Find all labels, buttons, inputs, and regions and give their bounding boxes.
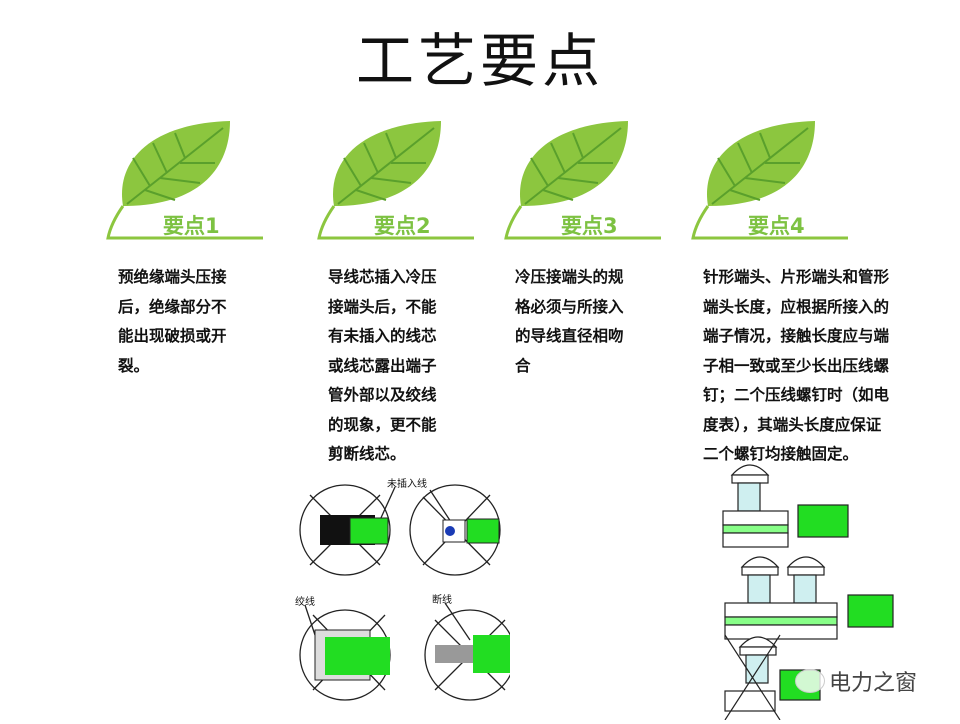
- point-header-3: 要点3: [503, 118, 663, 243]
- point-description-1: 预绝缘端头压接后，绝缘部分不能出现破损或开裂。: [118, 262, 227, 380]
- page-title: 工艺要点: [355, 27, 604, 95]
- point-header-4: 要点4: [690, 118, 850, 243]
- text-line: 剪断线芯。: [328, 444, 406, 463]
- point-header-1: 要点1: [105, 118, 265, 243]
- text-line: 预绝缘端头压接: [118, 267, 227, 286]
- wechat-icon: [795, 669, 825, 693]
- text-line: 子相一致或至少长出压线螺: [703, 355, 890, 375]
- text-line: 合: [515, 355, 531, 375]
- point-description-3: 冷压接端头的规格必须与所接入的导线直径相吻合: [515, 262, 624, 380]
- point-description-4: 针形端头、片形端头和管形端头长度，应根据所接入的端子情况，接触长度应与端子相一致…: [703, 262, 889, 469]
- text-line: 二个螺钉均接触固定。: [703, 444, 859, 463]
- text-line: 的导线直径相吻: [515, 326, 624, 345]
- text-line: 或线芯露出端子: [328, 355, 437, 375]
- text-line: 端头长度，应根据所接入的: [703, 296, 890, 316]
- watermark: 电力之窗: [795, 665, 917, 697]
- label-not-inserted: 未插入线: [387, 477, 427, 490]
- point-label: 要点4: [748, 214, 805, 238]
- crimp-defect-diagram: 未插入线 绞线 断线: [295, 475, 516, 724]
- point-label: 要点1: [163, 214, 220, 238]
- watermark-text: 电力之窗: [829, 671, 918, 696]
- leaf-icon: [106, 121, 263, 240]
- text-line: 后，绝缘部分不: [118, 296, 227, 316]
- text-line: 管外部以及绞线: [328, 385, 437, 404]
- text-line: 端子情况，接触长度应与端: [703, 326, 890, 345]
- leaf-icon: [504, 121, 661, 240]
- text-line: 接端头后，不能: [328, 296, 437, 316]
- text-line: 针形端头、片形端头和管形: [703, 267, 890, 286]
- text-line: 裂。: [118, 355, 150, 375]
- label-broken: 断线: [432, 593, 452, 606]
- point-description-2: 导线芯插入冷压接端头后，不能有未插入的线芯或线芯露出端子管外部以及绞线的现象，更…: [328, 262, 437, 469]
- leaf-icon: [691, 121, 848, 240]
- text-line: 度表），其端头长度应保证: [703, 414, 882, 434]
- point-label: 要点2: [374, 214, 431, 238]
- label-twisted: 绞线: [295, 595, 315, 608]
- point-header-2: 要点2: [316, 118, 476, 243]
- text-line: 导线芯插入冷压: [328, 267, 437, 286]
- text-line: 能出现破损或开: [118, 326, 227, 345]
- text-line: 有未插入的线芯: [328, 326, 437, 345]
- point-label: 要点3: [561, 214, 618, 238]
- text-line: 格必须与所接入: [515, 296, 624, 316]
- leaf-icon: [317, 121, 474, 240]
- text-line: 钉；二个压线螺钉时（如电: [703, 385, 890, 404]
- text-line: 冷压接端头的规: [515, 267, 624, 286]
- text-line: 的现象，更不能: [328, 414, 437, 434]
